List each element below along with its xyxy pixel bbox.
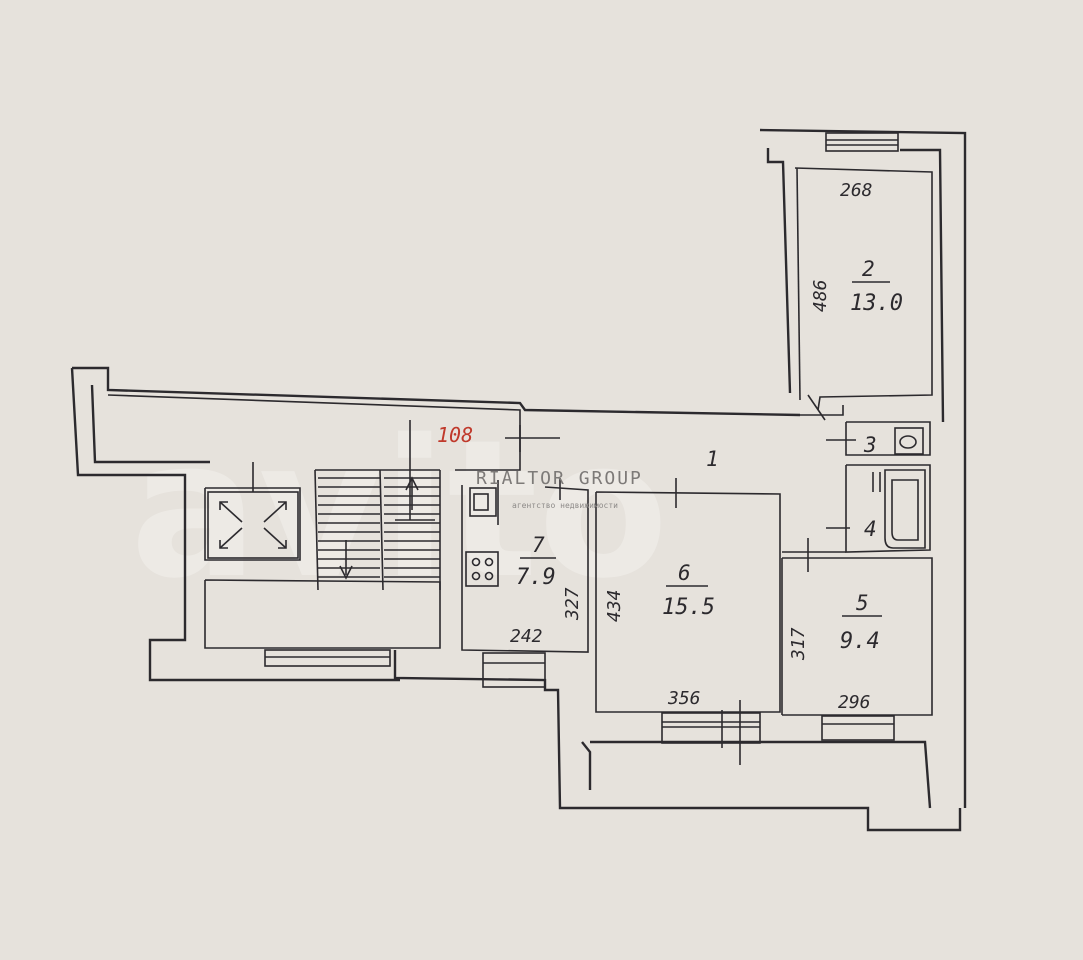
room-number: 3 (863, 433, 877, 457)
window-room-7 (482, 652, 546, 688)
dimension-room5-width: 296 (838, 692, 871, 713)
stove-icon (465, 551, 499, 587)
agency-watermark-subtitle: агентство недвижимости (512, 501, 618, 510)
room-area: 13.0 (850, 291, 903, 316)
room-3-label: 3 (863, 433, 877, 457)
room-6-label: 6 15.5 (662, 561, 715, 620)
window-stair-hall (264, 649, 391, 667)
room-5-label: 5 9.4 (840, 591, 882, 654)
room-number: 2 (862, 257, 875, 281)
room-7-label: 7 7.9 (516, 533, 556, 590)
room-number: 1 (706, 447, 719, 471)
room-1-label: 1 (706, 447, 719, 471)
stair-direction-arrows (339, 476, 419, 580)
toilet-icon (894, 427, 924, 455)
room-2-label: 2 13.0 (850, 257, 903, 316)
outer-walls (70, 128, 967, 832)
doors (395, 394, 856, 765)
window-room-5 (821, 715, 895, 741)
dimension-corridor-width: 108 (437, 423, 473, 447)
dimension-room6-width: 356 (667, 688, 701, 709)
agency-watermark: RIALTOR GROUP (476, 468, 643, 489)
kitchen-sink-icon (469, 487, 497, 517)
room-number: 7 (532, 533, 545, 557)
dimension-room6-depth: 434 (604, 589, 625, 622)
dimension-room7-width: 242 (510, 626, 543, 647)
bathtub-icon (872, 469, 926, 549)
room-number: 5 (856, 591, 869, 615)
dimension-room2-depth: 486 (810, 279, 831, 312)
window-room-2 (825, 132, 899, 152)
room-number: 4 (864, 517, 877, 541)
room-area: 15.5 (662, 595, 715, 620)
elevator-shaft (207, 462, 299, 559)
windows (264, 132, 899, 744)
dimension-room5-depth: 317 (788, 627, 809, 661)
dimension-room2-width: 268 (840, 180, 873, 201)
room-area: 9.4 (840, 629, 880, 654)
interior-walls (107, 167, 933, 716)
room-area: 7.9 (516, 565, 556, 590)
room-number: 6 (678, 561, 691, 585)
window-room-6 (661, 712, 761, 744)
dimension-room7-depth: 327 (562, 587, 583, 621)
room-4-label: 4 (864, 517, 877, 541)
